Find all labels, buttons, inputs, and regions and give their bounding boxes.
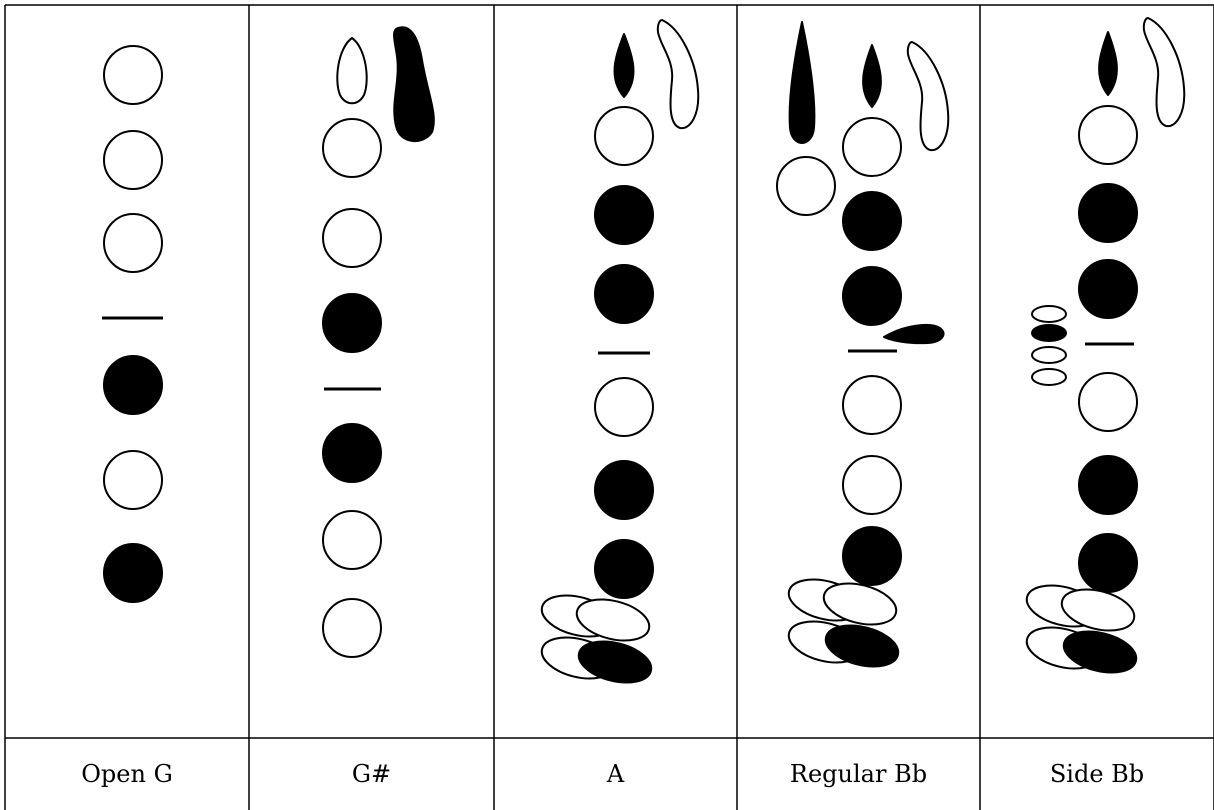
a-pinky-key-4: [577, 640, 653, 684]
right-hand-hole-1-closed: [322, 423, 382, 483]
side-bb-pinky-key-2: [1060, 588, 1136, 632]
column-label-a: A: [606, 760, 625, 788]
bb-pinky-key-2: [822, 582, 898, 626]
right-hand-hole-2-open: [842, 455, 902, 515]
a-key: [613, 33, 635, 98]
left-hand-hole-3-open: [103, 213, 163, 273]
a-key: [862, 44, 882, 108]
table-grid: [4, 4, 1214, 810]
column-label-regular-bb: Regular Bb: [789, 760, 928, 788]
left-hand-hole-2-open: [103, 130, 163, 190]
fingering-regular-bb: [776, 21, 950, 668]
fingering-side-bb: [1025, 17, 1186, 674]
right-hand-hole-2-open: [322, 510, 382, 570]
right-hand-hole-2-closed: [594, 460, 654, 520]
left-hand-hole-3-closed: [1078, 259, 1138, 319]
left-hand-hole-1-open: [322, 118, 382, 178]
left-hand-hole-1-open: [594, 106, 654, 166]
bb-pinky-key-4: [824, 624, 900, 668]
left-hand-hole-2-open: [322, 208, 382, 268]
fingering-open-g: [102, 45, 163, 603]
left-hand-hole-1-open: [1078, 105, 1138, 165]
left-hand-hole-2-closed: [1078, 183, 1138, 243]
left-hand-hole-3-closed: [842, 266, 902, 326]
a-key: [336, 37, 368, 105]
right-hand-hole-3-closed: [594, 539, 654, 599]
fingering-a: [540, 19, 700, 684]
right-hand-hole-3-closed: [842, 526, 902, 586]
side-bb-trill-key: [883, 324, 945, 345]
a-pinky-key-2: [575, 598, 651, 642]
left-hand-hole-2-closed: [842, 191, 902, 251]
a-key: [1098, 31, 1118, 96]
right-hand-hole-1-open: [842, 375, 902, 435]
thumb-ring-key: [788, 21, 816, 144]
fingering-g-sharp: [322, 26, 435, 658]
right-hand-hole-1-open: [594, 377, 654, 437]
column-label-open-g: Open G: [81, 760, 173, 788]
side-key-3: [1031, 346, 1067, 364]
right-hand-hole-1-open: [1078, 372, 1138, 432]
right-hand-hole-3-closed: [103, 543, 163, 603]
right-hand-hole-2-closed: [1078, 455, 1138, 515]
register-key: [656, 19, 700, 130]
thumb-hole-open: [776, 156, 836, 216]
left-hand-hole-3-closed: [594, 264, 654, 324]
column-label-g-sharp: G#: [351, 760, 392, 788]
side-key-4: [1031, 368, 1067, 386]
left-hand-hole-3-closed: [322, 293, 382, 353]
left-hand-hole-2-closed: [594, 185, 654, 245]
side-key-1: [1031, 305, 1067, 323]
side-key-2: [1031, 324, 1067, 342]
right-hand-hole-2-open: [103, 450, 163, 510]
register-key: [906, 41, 950, 152]
left-hand-hole-1-open: [103, 45, 163, 105]
right-hand-hole-3-closed: [1078, 533, 1138, 593]
right-hand-hole-3-open: [322, 598, 382, 658]
left-hand-hole-1-open: [842, 117, 902, 177]
right-hand-hole-1-closed: [103, 355, 163, 415]
column-label-side-bb: Side Bb: [1049, 760, 1145, 788]
g-sharp-key: [393, 26, 435, 142]
register-key: [1142, 17, 1186, 128]
side-bb-pinky-key-4: [1062, 630, 1138, 674]
